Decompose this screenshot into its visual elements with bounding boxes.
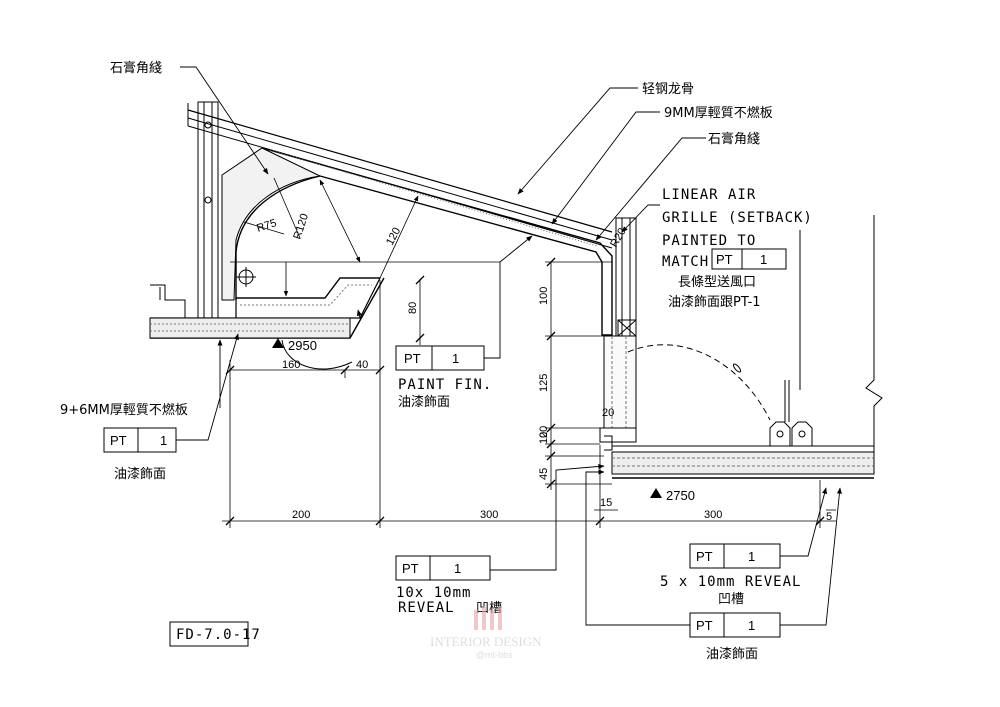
- label-grille-cn1: 長條型送風口: [678, 275, 756, 290]
- dim-40: 40: [356, 359, 368, 371]
- leader-lines: [176, 66, 842, 626]
- dim-300-b: 300: [704, 509, 722, 521]
- level-marker-upper: [272, 338, 284, 348]
- level-marker-lower: [650, 488, 662, 498]
- finish-tag-pt1-grille: PT 1: [711, 248, 787, 270]
- tag-number: 1: [454, 561, 461, 576]
- label-gypsum-cornice-right: 石膏角綫: [708, 131, 760, 147]
- drawing-ref: FD-7.0-17: [176, 627, 261, 643]
- tag-number: 1: [748, 549, 755, 564]
- tag-code: PT: [696, 549, 713, 564]
- label-grille-line4: MATCH: [662, 254, 709, 270]
- dim-15: 15: [600, 497, 612, 509]
- label-reveal-5: 5 x 10mm REVEAL: [660, 574, 801, 590]
- label-light-steel-keel: 轻钢龙骨: [642, 82, 694, 97]
- label-reveal-10-line1: 10x 10mm: [396, 585, 471, 601]
- tag-number: 1: [452, 351, 459, 366]
- tag-code: PT: [716, 252, 733, 267]
- level-upper: 2950: [288, 338, 317, 353]
- dim-5: 5: [826, 511, 832, 523]
- dim-10: 10: [538, 432, 550, 444]
- dim-125: 125: [538, 374, 550, 392]
- label-paint-fin-cn: 油漆飾面: [398, 394, 450, 410]
- tag-code: PT: [404, 351, 421, 366]
- dim-300-a: 300: [480, 509, 498, 521]
- dim-45: 45: [538, 468, 550, 480]
- dim-120: 120: [384, 226, 403, 248]
- finish-tag-pt1-reveal-10: PT 1: [395, 555, 491, 581]
- dim-r75: R75: [255, 217, 278, 235]
- label-paint-fin: PAINT FIN.: [398, 377, 492, 393]
- label-grille-line3: PAINTED TO: [662, 233, 756, 249]
- watermark-logo: INTERIOR DESIGN @mt-bbs: [430, 606, 542, 660]
- label-gypsum-cornice-top: 石膏角綫: [110, 60, 162, 76]
- watermark-text: INTERIOR DESIGN: [430, 634, 542, 649]
- finish-tag-pt1-reveal-5: PT 1: [689, 543, 781, 569]
- tag-code: PT: [110, 433, 127, 448]
- dim-80: 80: [407, 302, 419, 314]
- label-grille-line1: LINEAR AIR: [662, 187, 756, 203]
- label-grille-cn2: 油漆飾面跟PT-1: [668, 294, 761, 310]
- tag-number: 1: [760, 252, 767, 267]
- dimension-lines: [222, 177, 836, 528]
- ceiling-structure: [149, 101, 883, 479]
- dim-100: 100: [538, 287, 550, 305]
- label-reveal-5-cn: 凹槽: [718, 592, 744, 607]
- dim-20-a: 20: [602, 407, 614, 419]
- level-lower: 2750: [666, 488, 695, 503]
- tag-code: PT: [696, 618, 713, 633]
- label-finish-bottom: 油漆飾面: [706, 646, 758, 662]
- dim-20-b: 20: [538, 426, 550, 438]
- label-board-9mm: 9MM厚輕質不燃板: [664, 105, 773, 121]
- label-grille-line2: GRILLE (SETBACK): [662, 210, 813, 226]
- finish-tag-pt1-bottom: PT 1: [689, 612, 781, 638]
- dim-r120: R120: [291, 212, 311, 241]
- tag-number: 1: [748, 618, 755, 633]
- finish-tag-pt1-left: PT 1: [103, 427, 177, 453]
- drawing-ref-box: [169, 621, 249, 647]
- dim-200: 200: [292, 509, 310, 521]
- label-reveal-10-line2: REVEAL: [398, 600, 455, 616]
- label-board-9-6mm: 9+6MM厚輕質不燃板: [60, 402, 188, 418]
- finish-tag-pt1-middle: PT 1: [395, 345, 485, 371]
- label-finish-left: 油漆飾面: [114, 466, 166, 482]
- watermark-sub: @mt-bbs: [476, 650, 513, 660]
- dim-160: 160: [282, 359, 300, 371]
- tag-code: PT: [402, 561, 419, 576]
- tag-number: 1: [160, 433, 167, 448]
